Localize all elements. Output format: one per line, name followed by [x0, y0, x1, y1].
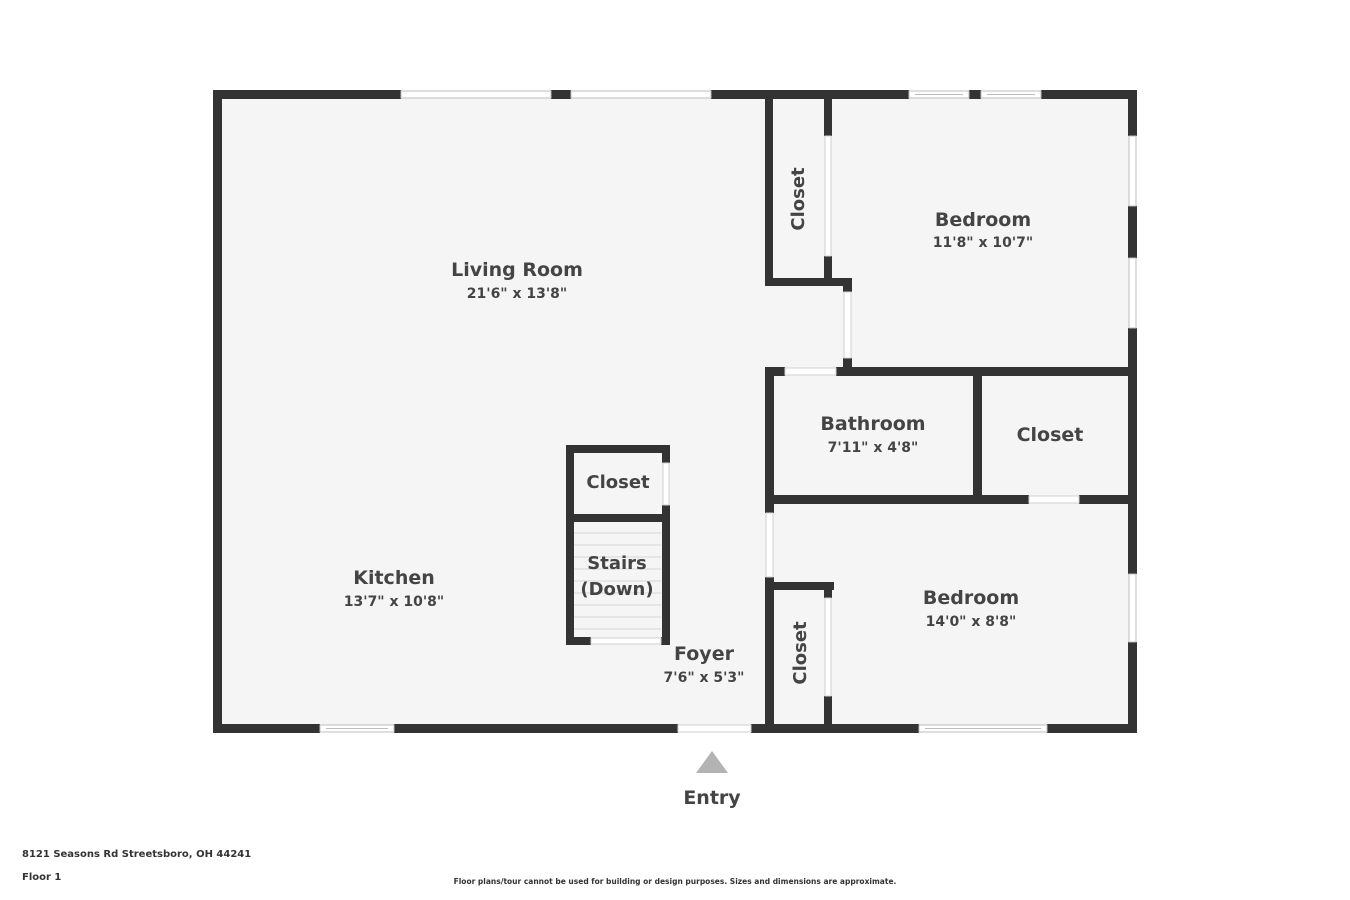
walls — [213, 90, 1137, 733]
property-address: 8121 Seasons Rd Streetsboro, OH 44241 — [22, 849, 252, 860]
bedroom-bottom-name: Bedroom — [923, 587, 1019, 609]
closet-center-name: Closet — [586, 472, 650, 493]
bathroom-name: Bathroom — [820, 413, 925, 435]
stairs-label-line2: (Down) — [580, 579, 653, 600]
bedroom-top-name: Bedroom — [935, 209, 1031, 231]
bedroom-bottom-dims: 14'0" x 8'8" — [926, 614, 1017, 630]
closet-top-vertical-name: Closet — [788, 167, 809, 231]
stairs-treads — [574, 532, 661, 630]
kitchen-name: Kitchen — [353, 567, 435, 589]
foyer-dims: 7'6" x 5'3" — [664, 670, 745, 686]
living-room-dims: 21'6" x 13'8" — [467, 286, 567, 302]
closet-right-name: Closet — [1017, 424, 1084, 446]
entry-arrow-icon — [696, 751, 728, 773]
closet-bottom-vertical-name: Closet — [790, 621, 811, 685]
bathroom-dims: 7'11" x 4'8" — [828, 440, 919, 456]
doorways — [590, 135, 1080, 733]
window-mullions — [326, 94, 1041, 729]
bedroom-top-dims: 11'8" x 10'7" — [933, 235, 1033, 251]
disclaimer: Floor plans/tour cannot be used for buil… — [453, 877, 897, 886]
floor-label: Floor 1 — [22, 872, 62, 883]
entry-label: Entry — [683, 787, 741, 809]
stairs-label-line1: Stairs — [587, 553, 646, 574]
foyer-name: Foyer — [674, 643, 735, 665]
living-room-name: Living Room — [451, 259, 583, 281]
floor-area — [217, 94, 1133, 728]
kitchen-dims: 13'7" x 10'8" — [344, 594, 444, 610]
